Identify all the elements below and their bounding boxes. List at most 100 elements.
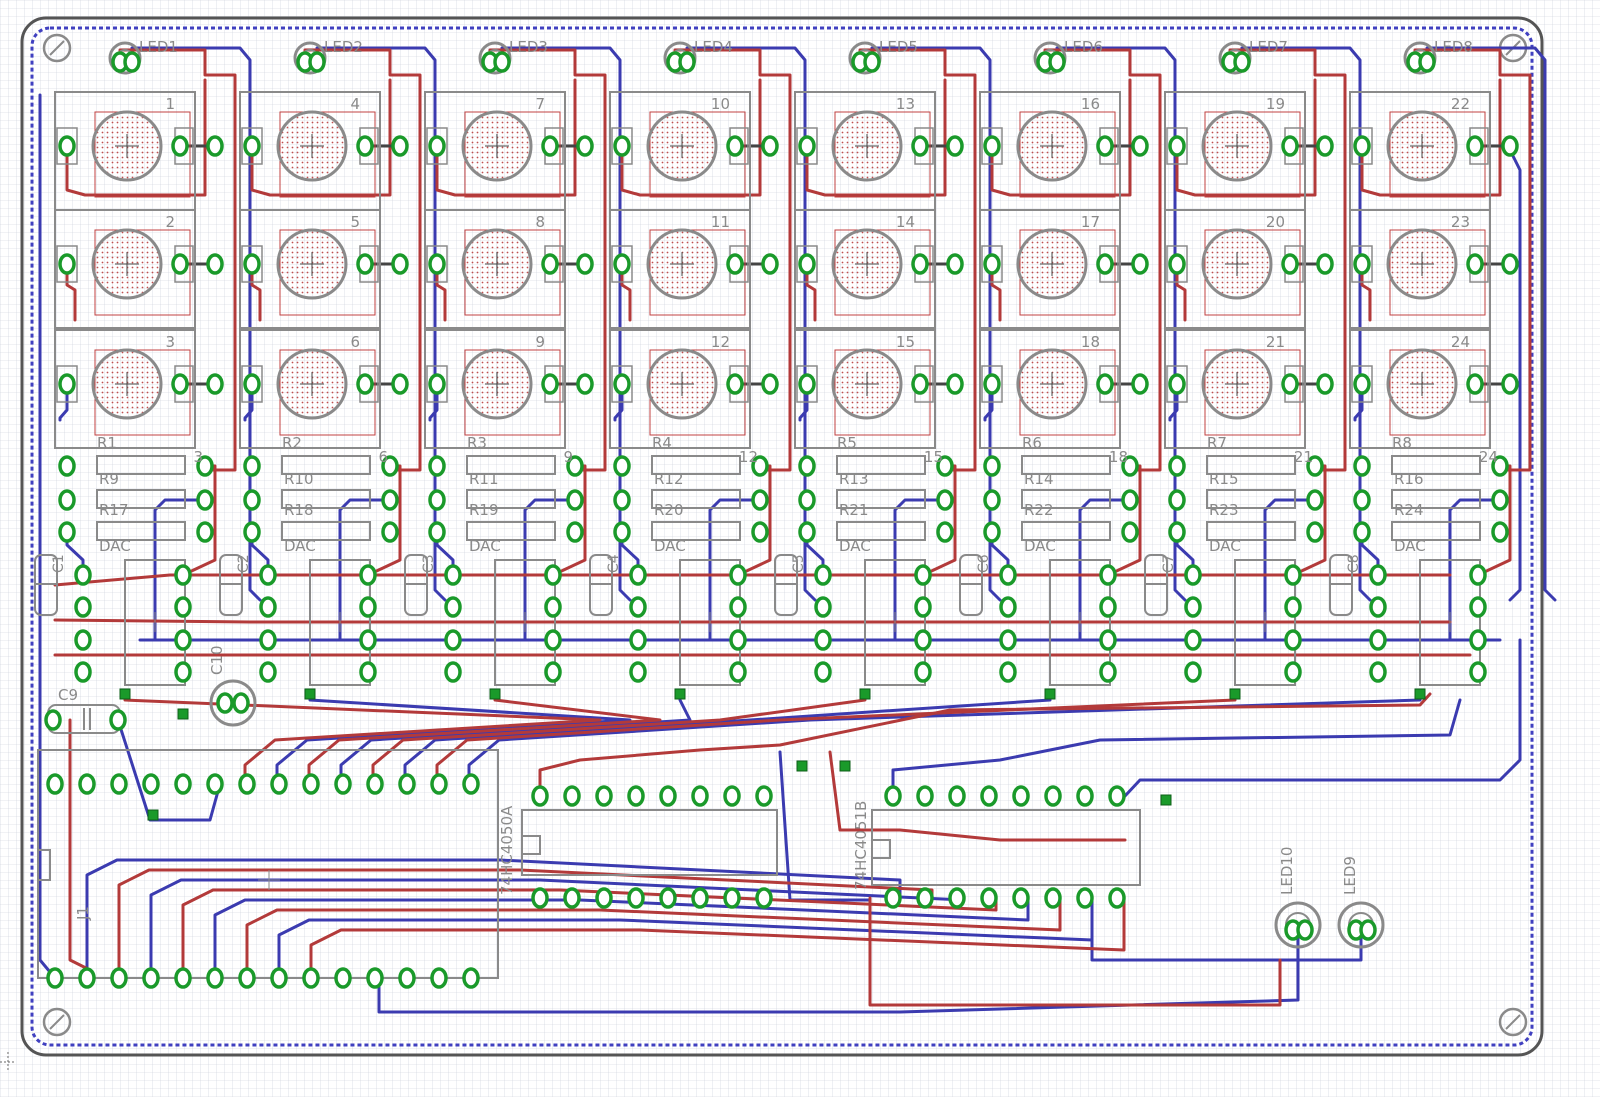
trace (1508, 148, 1522, 602)
pot-number: 4 (350, 95, 360, 113)
resistor-body (1391, 455, 1481, 475)
mounting-hole-mark (49, 40, 65, 56)
pot-pad (911, 253, 929, 275)
led-label: LED6 (1064, 38, 1103, 56)
resistor-label: R18 (284, 501, 314, 519)
resistor-pad (936, 521, 954, 543)
header-pad-top (398, 773, 416, 795)
header-pad-top (174, 773, 192, 795)
ic1-pad-top (755, 785, 773, 807)
resistor-body (1391, 521, 1481, 541)
pot-pad (761, 253, 779, 275)
pot-footprint (239, 329, 381, 449)
pot-number: 20 (1266, 213, 1285, 231)
dac-pad (814, 564, 832, 586)
ic2-pad-bottom (916, 887, 934, 909)
pot-number: 17 (1081, 213, 1100, 231)
dac-ic-body (1234, 559, 1296, 686)
dac-pad (74, 564, 92, 586)
pot-tab (1351, 365, 1373, 403)
dac-pad (174, 661, 192, 683)
header-pad-top (142, 773, 160, 795)
via (1229, 688, 1241, 700)
pot-footprint (979, 329, 1121, 449)
pot-pad (541, 135, 559, 157)
pot-tab (1351, 245, 1373, 283)
pot-footprint (1164, 329, 1306, 449)
resistor-pad (1306, 489, 1324, 511)
cap-label: C2 (236, 554, 252, 573)
dac-label: DAC (1394, 537, 1426, 555)
led-pad (123, 51, 141, 73)
resistor-pad (1491, 521, 1509, 543)
pot-pad (1168, 373, 1186, 395)
pot-pad (798, 373, 816, 395)
pot-number: 21 (1266, 333, 1285, 351)
resistor-label: R13 (839, 470, 869, 488)
dac-pad (1099, 661, 1117, 683)
ic1-pad-top (531, 785, 549, 807)
pot-pad (946, 373, 964, 395)
dac-ic-body (309, 559, 371, 686)
dac-pad (629, 629, 647, 651)
resistor-pad (1491, 489, 1509, 511)
resistor-pad (1353, 489, 1371, 511)
pot-pad (761, 373, 779, 395)
trace (65, 78, 207, 197)
pot-tab (56, 127, 78, 165)
resistor-pad (798, 489, 816, 511)
header-pad-top (462, 773, 480, 795)
resistor-pad (936, 455, 954, 477)
dac-pad (359, 564, 377, 586)
pot-pad (428, 253, 446, 275)
pot-number: 6 (378, 448, 388, 466)
pot-pad (391, 253, 409, 275)
resistor-pad (983, 489, 1001, 511)
resistor-pad (196, 521, 214, 543)
pot-number: 12 (711, 333, 730, 351)
resistor-body (651, 521, 741, 541)
dac-pad (259, 564, 277, 586)
dac-pad (999, 596, 1017, 618)
pot-tab (1166, 245, 1188, 283)
cap-label: C6 (976, 554, 992, 573)
ic2-pad-bottom (1108, 887, 1126, 909)
dac-pad (914, 596, 932, 618)
pot-footprint (239, 209, 381, 329)
resistor-pad (798, 521, 816, 543)
resistor-label: R9 (99, 470, 119, 488)
pot-tab (241, 365, 263, 403)
pot-pad (911, 135, 929, 157)
resistor-pad (751, 521, 769, 543)
cap-label: C5 (791, 554, 807, 573)
ic2-pad-bottom (948, 887, 966, 909)
pot-tab (241, 245, 263, 283)
pot-number: 15 (924, 448, 943, 466)
resistor-pad (1168, 489, 1186, 511)
dac-pad (359, 629, 377, 651)
header-pad-bottom (302, 967, 320, 989)
ic1-pad-top (563, 785, 581, 807)
via (119, 688, 131, 700)
c10-pad (216, 692, 234, 714)
led-extra-label: LED10 (1278, 847, 1296, 895)
resistor-body (1206, 489, 1296, 509)
pot-number: 21 (1294, 448, 1313, 466)
ic1-pad-bottom (595, 887, 613, 909)
dac-pad (729, 661, 747, 683)
pot-footprint (54, 329, 196, 449)
dac-label: DAC (839, 537, 871, 555)
resistor-pad (936, 489, 954, 511)
pot-pad (1131, 373, 1149, 395)
dac-pad (999, 564, 1017, 586)
resistor-body (466, 521, 556, 541)
resistor-label: R1 (97, 434, 117, 452)
resistor-body (96, 521, 186, 541)
resistor-pad (613, 489, 631, 511)
header-pad-bottom (430, 967, 448, 989)
pot-footprint (424, 209, 566, 329)
dac-pad (74, 629, 92, 651)
dac-pad (629, 661, 647, 683)
pot-footprint (1349, 209, 1491, 329)
trace (53, 618, 1452, 624)
